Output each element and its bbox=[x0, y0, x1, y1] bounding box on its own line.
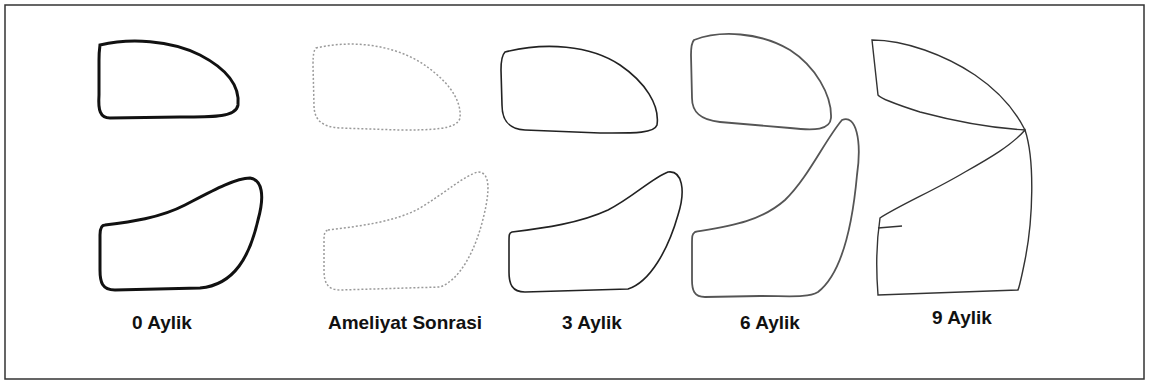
outline-0 bbox=[99, 41, 262, 290]
time-label: 0 Aylik bbox=[132, 313, 192, 334]
outline-9 bbox=[872, 40, 1032, 295]
time-label: 6 Aylik bbox=[740, 313, 800, 334]
outline-3 bbox=[501, 46, 682, 292]
frame-border bbox=[5, 5, 1144, 379]
outline-postop bbox=[313, 44, 488, 290]
time-label: Ameliyat Sonrasi bbox=[328, 313, 482, 334]
time-label: 3 Aylik bbox=[562, 313, 622, 334]
time-label: 9 Aylik bbox=[932, 308, 992, 329]
outline-6 bbox=[691, 34, 859, 297]
